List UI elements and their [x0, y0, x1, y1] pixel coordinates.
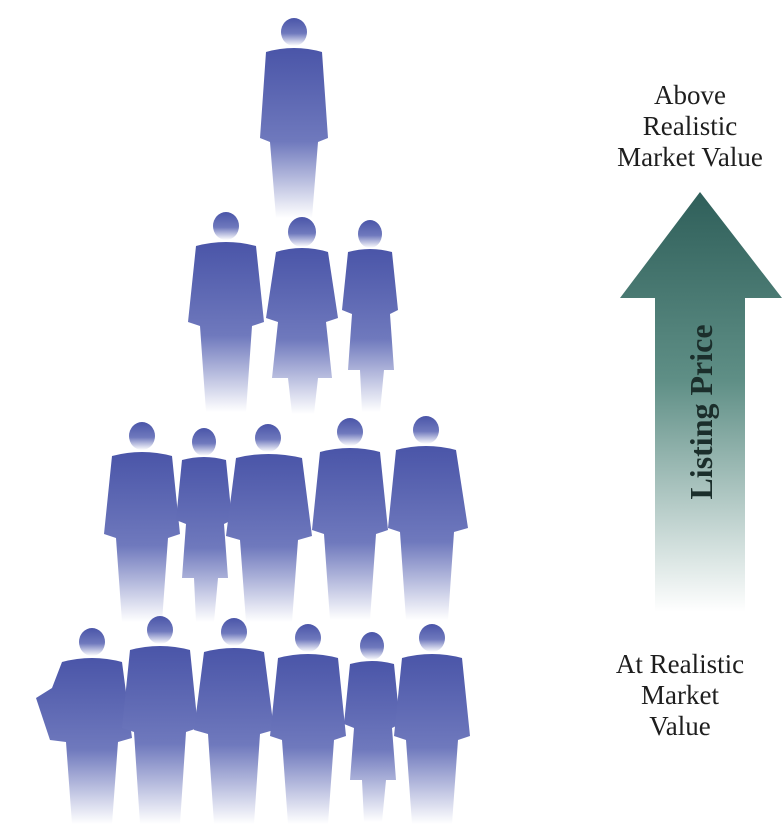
- man-figure: [194, 618, 274, 824]
- woman-figure: [342, 220, 398, 412]
- at-market-value-label: At Realistic Market Value: [580, 649, 780, 742]
- man-figure: [188, 212, 264, 412]
- arrow-label: Listing Price: [683, 324, 719, 499]
- woman-figure: [266, 217, 338, 414]
- man-figure: [394, 624, 470, 824]
- man-figure: [270, 624, 346, 824]
- label-line: Realistic: [642, 111, 738, 141]
- man-figure: [122, 616, 198, 824]
- pyramid-tier-3: [104, 416, 468, 622]
- man-figure: [226, 424, 312, 622]
- label-line: Market: [641, 680, 719, 710]
- label-line: Value: [649, 711, 711, 741]
- pyramid-tier-4: [36, 616, 470, 824]
- woman-figure: [344, 632, 400, 822]
- label-line: Above: [654, 80, 726, 110]
- listing-price-arrow: Listing Price: [620, 192, 782, 612]
- pyramid-tier-1: [260, 18, 328, 218]
- above-market-value-label: Above Realistic Market Value: [580, 80, 782, 173]
- man-figure: [312, 418, 388, 620]
- man-figure: [36, 628, 132, 824]
- man-figure: [260, 18, 328, 218]
- man-figure: [388, 416, 468, 620]
- label-line: Market Value: [617, 142, 763, 172]
- pyramid-tier-2: [188, 212, 398, 414]
- man-figure: [104, 422, 180, 622]
- woman-figure: [176, 428, 232, 622]
- label-line: At Realistic: [615, 649, 745, 679]
